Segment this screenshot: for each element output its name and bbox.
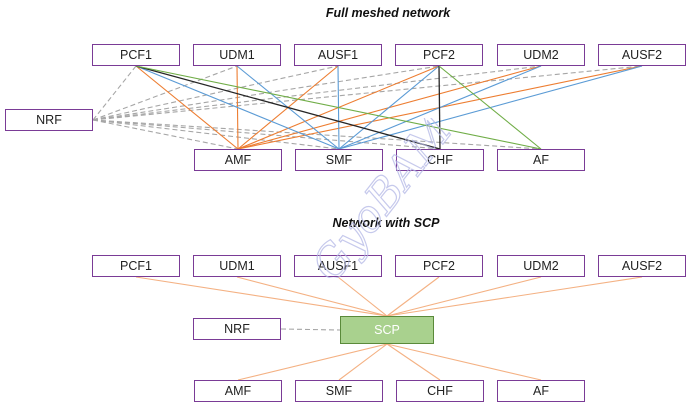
scp-node-chf: CHF xyxy=(396,380,484,402)
scp-link-chf xyxy=(386,343,441,381)
mesh-node-udm2: UDM2 xyxy=(497,44,585,66)
nrf-link-udm1 xyxy=(92,65,238,121)
scp-proxy-node: SCP xyxy=(340,316,434,344)
scp-node-ausf2: AUSF2 xyxy=(598,255,686,277)
scp-node-smf: SMF xyxy=(295,380,383,402)
chf-link-pcf2 xyxy=(438,65,441,150)
scp-link-udm1 xyxy=(236,276,388,317)
scp-link-ausf2 xyxy=(386,276,643,317)
scp-link-af xyxy=(386,343,542,381)
scp-link-smf xyxy=(338,343,388,381)
nrf-link-smf xyxy=(92,119,340,150)
smf-link-pcf2 xyxy=(338,65,440,150)
nrf-link-ausf1 xyxy=(92,65,339,121)
af-link-pcf2 xyxy=(438,65,542,150)
scp-link-nrf xyxy=(280,328,341,331)
mesh-node-ausf1: AUSF1 xyxy=(294,44,382,66)
nrf-link-amf xyxy=(92,119,239,150)
nrf-link-pcf1 xyxy=(92,65,137,121)
mesh-node-pcf1: PCF1 xyxy=(92,44,180,66)
smf-link-pcf1 xyxy=(135,65,340,150)
mesh-node-ausf2: AUSF2 xyxy=(598,44,686,66)
scp-node-amf: AMF xyxy=(194,380,282,402)
scp-node-nrf: NRF xyxy=(193,318,281,340)
nrf-link-ausf2 xyxy=(92,65,643,121)
scp-link-pcf1 xyxy=(135,276,388,317)
nrf-link-udm2 xyxy=(92,65,542,121)
mesh-node-pcf2: PCF2 xyxy=(395,44,483,66)
scp-node-udm1: UDM1 xyxy=(193,255,281,277)
mesh-node-smf: SMF xyxy=(295,149,383,171)
nrf-link-chf xyxy=(92,119,441,150)
scp-node-pcf2: PCF2 xyxy=(395,255,483,277)
mesh-node-nrf: NRF xyxy=(5,109,93,131)
scp-node-ausf1: AUSF1 xyxy=(294,255,382,277)
scp-network-title: Network with SCP xyxy=(332,216,440,230)
amf-link-pcf1 xyxy=(135,65,239,150)
scp-link-udm2 xyxy=(386,276,542,317)
chf-link-pcf1 xyxy=(135,65,441,150)
full-mesh-title: Full meshed network xyxy=(325,6,451,20)
mesh-node-amf: AMF xyxy=(194,149,282,171)
af-link-pcf1 xyxy=(135,65,542,150)
scp-node-pcf1: PCF1 xyxy=(92,255,180,277)
scp-link-pcf2 xyxy=(386,276,440,317)
mesh-node-chf: CHF xyxy=(396,149,484,171)
scp-node-af: AF xyxy=(497,380,585,402)
scp-node-udm2: UDM2 xyxy=(497,255,585,277)
nrf-link-af xyxy=(92,119,542,150)
nrf-link-pcf2 xyxy=(92,65,440,121)
scp-link-amf xyxy=(237,343,388,381)
mesh-node-af: AF xyxy=(497,149,585,171)
mesh-node-udm1: UDM1 xyxy=(193,44,281,66)
scp-link-ausf1 xyxy=(337,276,388,317)
